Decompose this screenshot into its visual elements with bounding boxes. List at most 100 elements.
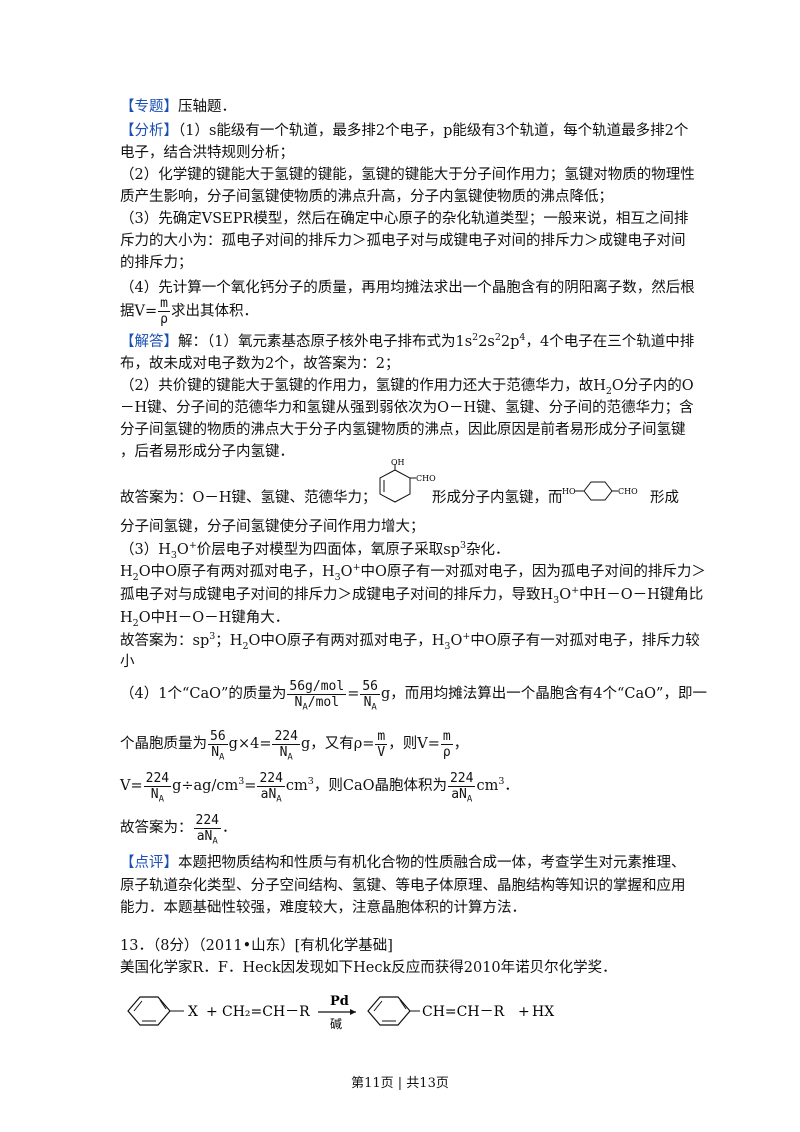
salicylaldehyde-structure: OH CHO (379, 458, 436, 503)
text: 杂化． (466, 542, 510, 558)
text: O分子内的O (611, 378, 694, 394)
text: = (244, 778, 257, 794)
solution-line-14: 小 (120, 654, 135, 670)
text: N (150, 786, 159, 802)
sub: 2 (132, 571, 139, 583)
sup: 3 (238, 776, 245, 788)
topic-tag: 【专题】 (120, 99, 178, 115)
plus-sign: + (206, 1004, 218, 1020)
text: g÷ag/cm (172, 778, 239, 794)
sub: 3 (444, 640, 451, 652)
sup: 3 (498, 776, 505, 788)
analysis-formula-suffix: 求出其体积． (170, 303, 258, 320)
sup: + (188, 540, 197, 552)
fraction-denominator: NA (208, 745, 228, 763)
sup: 3 (307, 776, 314, 788)
analysis-line-5: （3）先确定VSEPR模型，然后在确定中心原子的杂化轨道类型；一般来说，相互之间… (120, 211, 689, 227)
text: cm (476, 778, 499, 794)
text: ，4个电子在三个轨道中排 (525, 334, 695, 350)
fraction-denominator: V (377, 744, 386, 760)
sub: 2 (132, 617, 139, 629)
text: ；H (215, 633, 243, 649)
text: N (294, 694, 303, 710)
ring-double-bond (399, 999, 407, 1010)
analysis-line-8: （4）先计算一个氧化钙分子的质量，再用均摊法求出一个晶胞含有的阴阳离子数，然后根 (120, 280, 695, 296)
text: 个晶胞质量为 (120, 736, 207, 752)
text: ，则V= (388, 736, 440, 752)
fraction-denominator: aNA (257, 786, 284, 805)
base-label: 碱 (330, 1017, 342, 1031)
oh-label: OH (391, 458, 405, 467)
text: 中O原子有一对孤对电子，排斥力较 (470, 633, 700, 649)
fraction-denominator: ρ (160, 312, 168, 327)
text: （2）共价键的键能大于氢键的作用力，氢键的作用力还大于范德华力，故H (120, 378, 606, 394)
text: ，则CaO晶胞体积为 (313, 778, 447, 794)
text: ． (221, 820, 237, 836)
text: O中O原子有两对孤对电子，H (248, 633, 445, 649)
comment-line-3: 能力．本题基础性较强，难度较大，注意晶胞体积的计算方法． (120, 900, 526, 916)
fraction-numerator: 224 (272, 728, 300, 745)
text: g，又有ρ= (300, 736, 375, 752)
analysis-formula-prefix: 据V= (120, 303, 158, 320)
text: 2p (500, 334, 520, 350)
solution-line-12: H2O中H－O－H键角大． (120, 608, 289, 628)
sub: A (158, 794, 164, 805)
solution-line-4: －H键、分子间的范德华力和氢键从强到弱依次为O－H键、氢键、分子间的范德华力；含 (120, 400, 694, 416)
arrow-head (350, 1009, 356, 1015)
ring-double-bond (159, 999, 167, 1010)
text: 孤电子对与成键电子对间的排斥力＞成键电子对间的排斥力，导致H (120, 587, 554, 603)
sup: 3 (460, 540, 467, 552)
text: N (279, 744, 288, 760)
sub: A (276, 794, 282, 805)
para-hydroxybenzaldehyde-structure: HO CHO (562, 481, 638, 501)
cho-label: CHO (618, 487, 638, 496)
text: cm (285, 778, 308, 794)
text: aN (451, 786, 467, 802)
page-footer: 第11页 | 共13页 (351, 1076, 449, 1091)
text: N (363, 694, 372, 710)
text: （4）1个“CaO”的质量为 (120, 686, 287, 702)
text: ， (453, 736, 469, 752)
sub: 3 (334, 571, 341, 583)
text: aN (260, 786, 277, 802)
analysis-line-7: 的排斥力； (120, 255, 193, 271)
text: O (450, 633, 463, 649)
fraction-denominator: aNA (448, 786, 475, 804)
fraction-numerator: m (158, 296, 170, 312)
sup: + (352, 562, 361, 574)
sup: 2 (472, 332, 479, 344)
text: 中H－O－H键角比 (579, 587, 704, 603)
solution-line-10: H2O中O原子有两对孤对电子，H3O+中O原子有一对孤对电子，因为孤电子对间的排… (120, 562, 706, 582)
solution-line-13: 故答案为：sp3；H2O中O原子有两对孤对电子，H3O+中O原子有一对孤对电子，… (120, 631, 700, 651)
fraction-denominator: ρ (442, 744, 451, 760)
sub: 2 (242, 640, 249, 652)
analysis-line-2: 电子，结合洪特规则分析； (120, 145, 294, 161)
topic-text: 压轴题． (178, 99, 236, 115)
text: （3）H (120, 542, 171, 558)
solution-line-7a: 故答案为：O－H键、氢键、范德华力； (120, 490, 377, 506)
solution-line-11: 孤电子对与成键电子对间的排斥力＞成键电子对间的排斥力，导致H3O+中H－O－H键… (120, 585, 703, 605)
sub: A (219, 752, 225, 763)
solution-line-8: 分子间氢键，分子间氢键使分子间作用力增大； (120, 519, 425, 535)
cho-label: CHO (416, 474, 436, 483)
fraction-numerator: 56 (208, 728, 228, 745)
solution-line-1: 【解答】解：（1）氧元素基态原子核外电子排布式为1s22s22p4，4个电子在三… (120, 332, 694, 352)
benzene-ring (583, 481, 613, 501)
question-13-text: 美国化学家R．F．Heck因发现如下Heck反应而获得2010年诺贝尔化学奖． (120, 960, 617, 976)
text: 故答案为： (120, 820, 193, 836)
fraction-numerator: 56g/mol (287, 678, 347, 695)
solution-tag: 【解答】 (120, 334, 178, 350)
